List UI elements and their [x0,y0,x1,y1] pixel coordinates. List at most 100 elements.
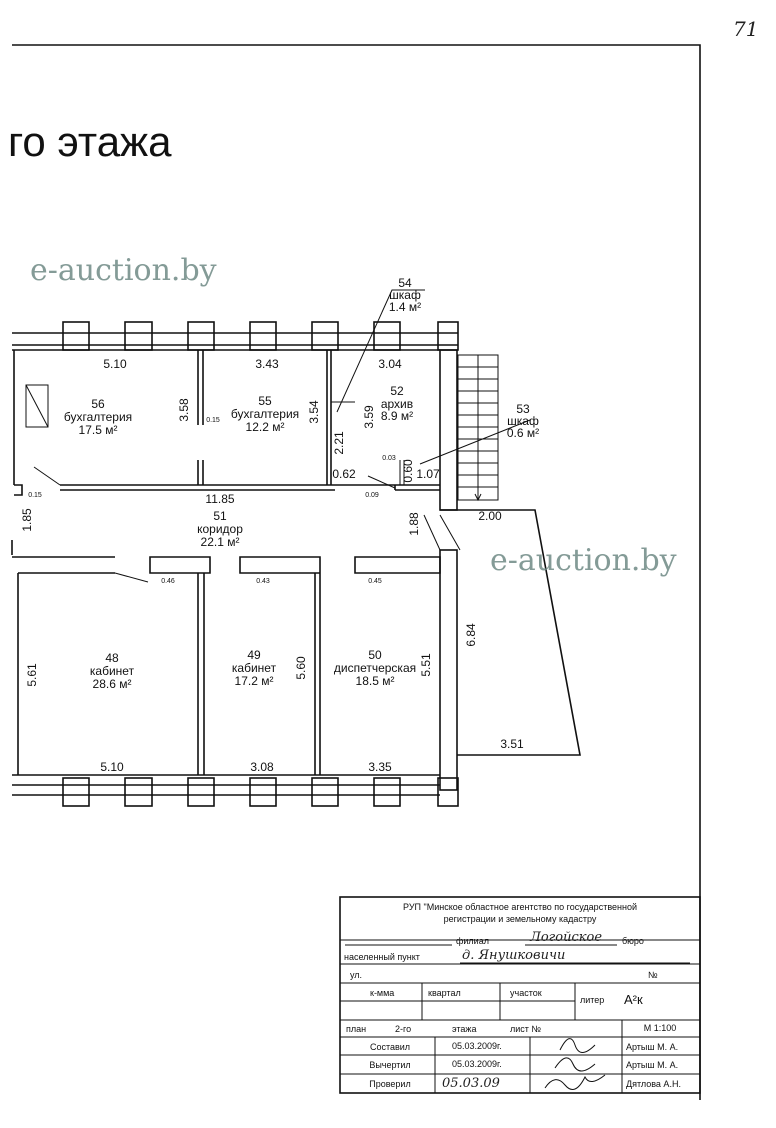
room-55-area: 12.2 м² [246,420,285,434]
room-51-name: коридор [197,522,243,536]
room-50-area: 18.5 м² [356,674,395,688]
dimension-label: 6.84 [464,623,478,647]
watermark-2: e-auction.by [490,543,677,578]
dimension-label: № [648,970,658,980]
room-50-number: 50 [368,648,382,662]
room-51-area: 22.1 м² [201,535,240,549]
right-wall [439,349,458,511]
dimension-label: Дятлова А.Н. [626,1079,681,1089]
dimension-label: 0.15 [206,417,220,424]
watermark: e-auction.by [30,253,217,288]
dimension-label: 1.07 [416,467,440,481]
plan-title: го этажа [8,118,172,165]
dimension-label: 2.00 [478,509,502,523]
room-56-area: 17.5 м² [79,423,118,437]
dimension-label: д. Янушковичи [462,948,565,963]
dimension-label: 3.54 [307,400,321,424]
dimension-label: 0.60 [401,459,415,483]
dimension-label: 3.35 [368,760,392,774]
dimension-label: 3.08 [250,760,274,774]
sheet-frame [12,44,701,1100]
dimension-label: Артыш М. А. [626,1060,678,1070]
dimension-label: 3.59 [362,405,376,429]
room-49-number: 49 [247,648,261,662]
room-48-area: 28.6 м² [93,677,132,691]
dimension-label: участок [510,988,542,998]
dimension-label: 1.85 [20,508,34,532]
dimension-label: план [346,1024,366,1034]
dimension-label: 1.88 [407,512,421,536]
door-swings-and-leaders [33,289,531,489]
dimension-label: 11.85 [205,492,234,506]
dimension-label: Артыш М. А. [626,1042,678,1052]
dimension-label: 0.45 [368,578,382,585]
dimension-label: 3.58 [177,398,191,422]
dimension-label: Вычертил [369,1060,410,1070]
dimension-label: 0.46 [161,578,175,585]
dimension-label: Логойское [529,930,602,945]
dimension-label: бюро [622,936,644,946]
room-54-name: шкаф [389,288,421,302]
dimension-label: регистрации и земельному кадастру [444,914,597,924]
dimension-label: 05.03.2009г. [452,1041,502,1051]
room-50-name: диспетчерская [334,661,416,675]
room-54-number: 54 [398,276,412,290]
dimension-label: 5.61 [25,663,39,687]
dimension-label: 2.21 [332,431,346,455]
room-53-name: шкаф [507,414,539,428]
room-48-number: 48 [105,651,119,665]
dimension-label: лист № [510,1024,541,1034]
dimension-label: 3.04 [378,357,402,371]
dimension-label: 0.03 [382,455,396,462]
dimension-label: РУП "Минское областное агентство по госу… [403,902,637,912]
dimension-label: этажа [452,1024,476,1034]
dimension-label: 05.03.09 [442,1076,500,1091]
dimension-label: 05.03.2009г. [452,1059,502,1069]
room-51-number: 51 [213,509,227,523]
dimension-label: 0.62 [332,467,356,481]
dimension-label: 5.10 [103,357,127,371]
room-53-number: 53 [516,402,530,416]
dimension-label: населенный пункт [344,952,420,962]
room-55-name: бухгалтерия [231,407,299,421]
dimension-label: Составил [370,1042,410,1052]
bottom-wall [12,774,459,807]
stairs [457,354,499,502]
dimension-label: 3.43 [255,357,279,371]
room-55-number: 55 [258,394,272,408]
room-53-area: 0.6 м² [507,426,539,440]
signature-marks [544,1038,606,1090]
top-wall [12,321,459,351]
column [439,549,458,791]
dimension-label: 5.10 [100,760,124,774]
dimension-label: 0.09 [365,492,379,499]
room-49-area: 17.2 м² [235,674,274,688]
dimension-label: филиал [456,936,489,946]
room-56-number: 56 [91,397,105,411]
dimension-label: 2-го [395,1024,411,1034]
room-52-number: 52 [390,384,404,398]
dimension-label: к-мма [370,988,394,998]
room-52-name: архив [381,397,413,411]
room-49-name: кабинет [232,661,277,675]
shaft-icon [25,384,49,428]
dimension-label: ул. [350,970,362,980]
room-52-area: 8.9 м² [381,409,413,423]
room-labels: 56 бухгалтерия 17.5 м² 55 бухгалтерия 12… [64,276,539,691]
room-54-area: 1.4 м² [389,300,421,314]
title-block: РУП "Минское областное агентство по госу… [339,896,701,1094]
dimension-label: 5.51 [419,653,433,677]
dimension-label: 0.43 [256,578,270,585]
room-56-name: бухгалтерия [64,410,132,424]
dimension-label: квартал [428,988,461,998]
dimension-label: М 1:100 [644,1023,677,1033]
dimension-label: А²к [624,992,643,1007]
dimension-label: 3.51 [500,737,524,751]
annex-outline [440,509,581,756]
dimension-label: Проверил [369,1079,410,1089]
page-number: 71 [733,17,758,41]
dimension-label: 0.15 [28,492,42,499]
dimension-label: литер [580,995,604,1005]
room-48-name: кабинет [90,664,135,678]
